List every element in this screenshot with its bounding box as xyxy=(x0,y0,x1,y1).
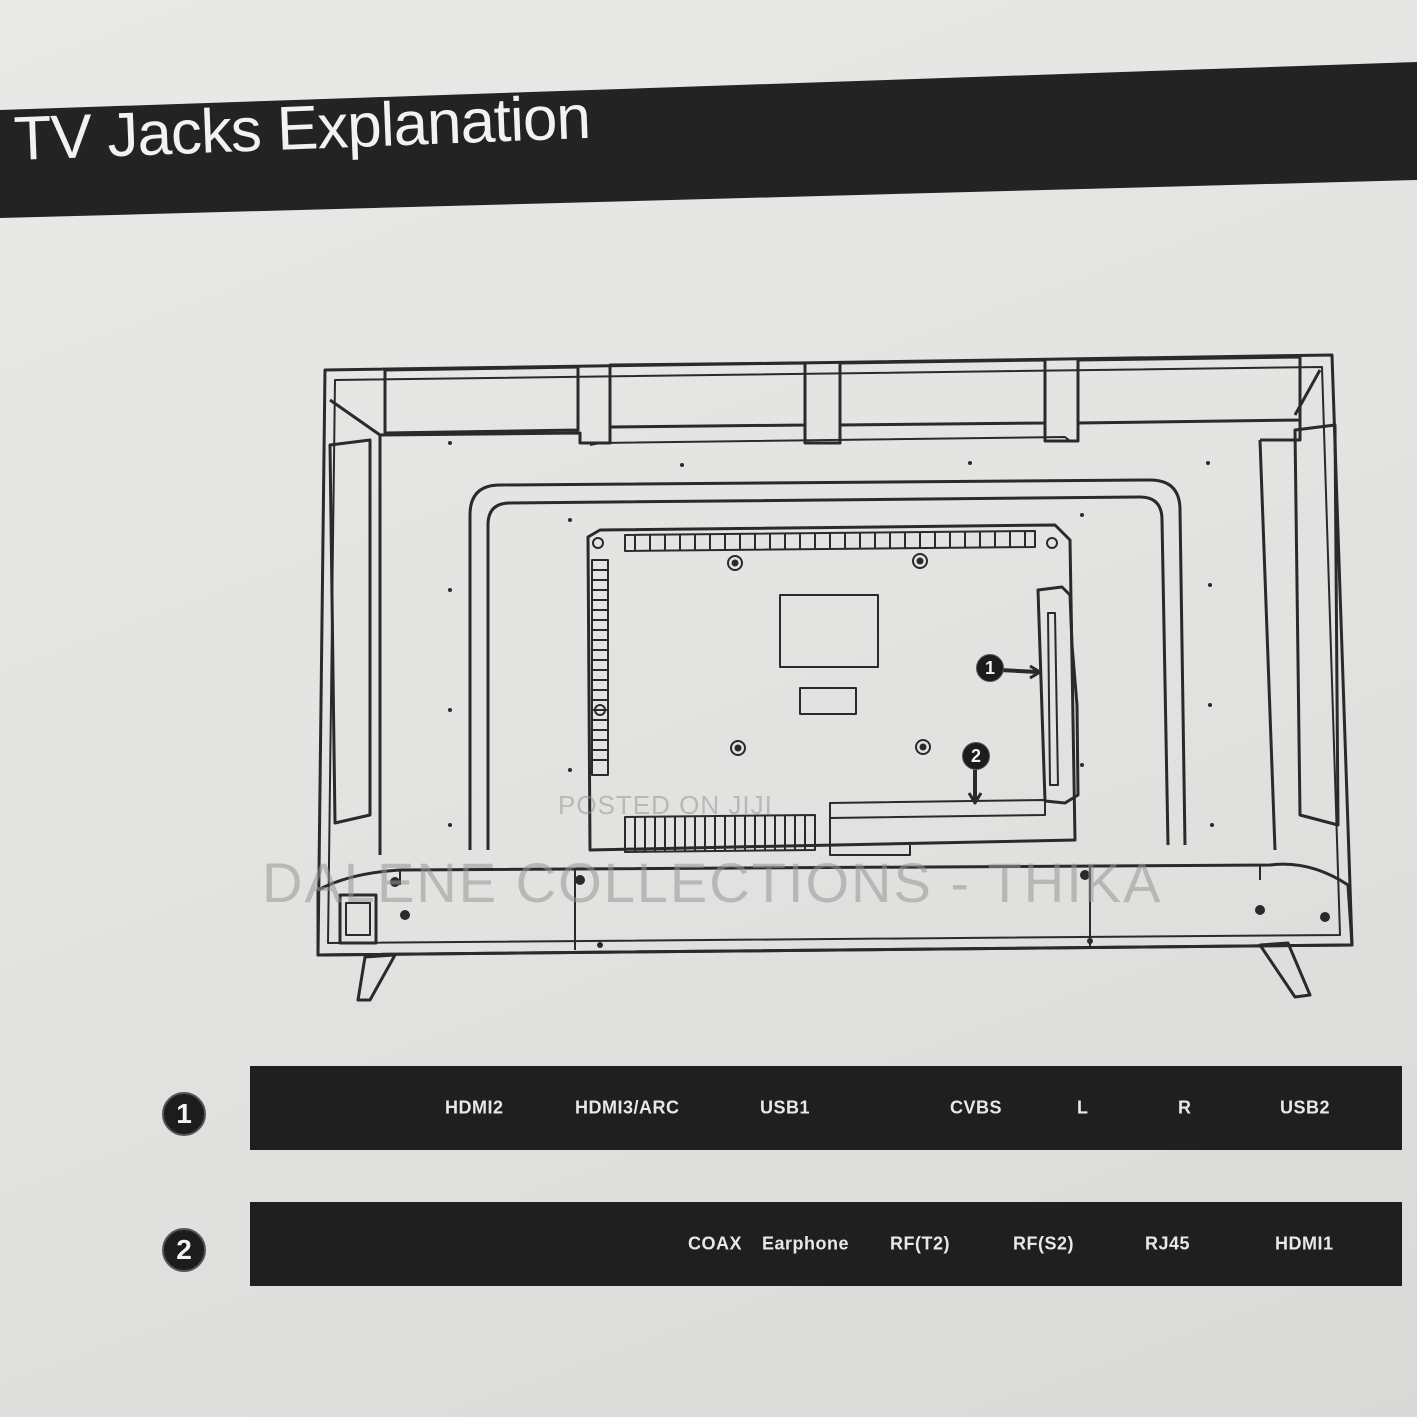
mid-frame-inner xyxy=(486,495,1170,850)
label-plate xyxy=(779,594,879,668)
jack-label-rj45: RJ45 xyxy=(1145,1233,1191,1254)
left-side-bar xyxy=(328,438,372,825)
jack-label-l: L xyxy=(1077,1097,1089,1118)
frame-dots xyxy=(390,441,1330,948)
vesa-screws xyxy=(727,553,931,756)
bottom-jack-strip xyxy=(829,799,1046,819)
stand-left-leg xyxy=(356,953,397,1002)
top-slot-3 xyxy=(838,358,1047,427)
bottom-cover xyxy=(316,862,1354,957)
diagram-callout-1: 1 xyxy=(976,654,1004,682)
jack-label-hdmi2: HDMI2 xyxy=(445,1097,504,1118)
small-label-plate xyxy=(799,687,857,715)
jack-label-r: R xyxy=(1178,1097,1192,1118)
tv-back-diagram xyxy=(316,353,1354,1002)
power-socket xyxy=(338,893,378,945)
jack-label-rf-t2: RF(T2) xyxy=(890,1233,950,1254)
mid-frame-outer xyxy=(468,478,1187,850)
jack-label-rf-s2: RF(S2) xyxy=(1013,1233,1074,1254)
title-band xyxy=(0,60,1417,220)
jack-label-usb2: USB2 xyxy=(1280,1097,1331,1118)
title-band-shape xyxy=(0,62,1417,218)
arrow-1 xyxy=(999,668,1039,674)
jack-group-2-marker: 2 xyxy=(162,1228,206,1272)
diagram-callout-2: 2 xyxy=(962,742,990,770)
stand-right-leg xyxy=(1258,941,1312,999)
jack-group-2-bar: COAX Earphone RF(T2) RF(S2) RJ45 HDMI1 xyxy=(250,1202,1402,1286)
left-vent-grill xyxy=(591,559,609,776)
jack-label-hdmi1: HDMI1 xyxy=(1275,1233,1334,1254)
back-panel xyxy=(586,523,1077,852)
jack-label-cvbs: CVBS xyxy=(950,1097,1003,1118)
top-slot-1 xyxy=(383,365,580,435)
side-jack-panel xyxy=(1036,585,1080,805)
jack-group-1-marker: 1 xyxy=(162,1092,206,1136)
top-vent-grill xyxy=(624,530,1036,552)
top-slot-2 xyxy=(608,361,807,429)
right-side-bar xyxy=(1293,423,1340,827)
jack-label-hdmi3-arc: HDMI3/ARC xyxy=(575,1097,680,1118)
jack-label-usb1: USB1 xyxy=(760,1097,811,1118)
bottom-vent-grill xyxy=(624,814,816,853)
jack-label-coax: COAX xyxy=(688,1233,743,1254)
jack-label-earphone: Earphone xyxy=(762,1233,850,1254)
jack-group-1-bar: HDMI2 HDMI3/ARC USB1 CVBS L R USB2 xyxy=(250,1066,1402,1150)
